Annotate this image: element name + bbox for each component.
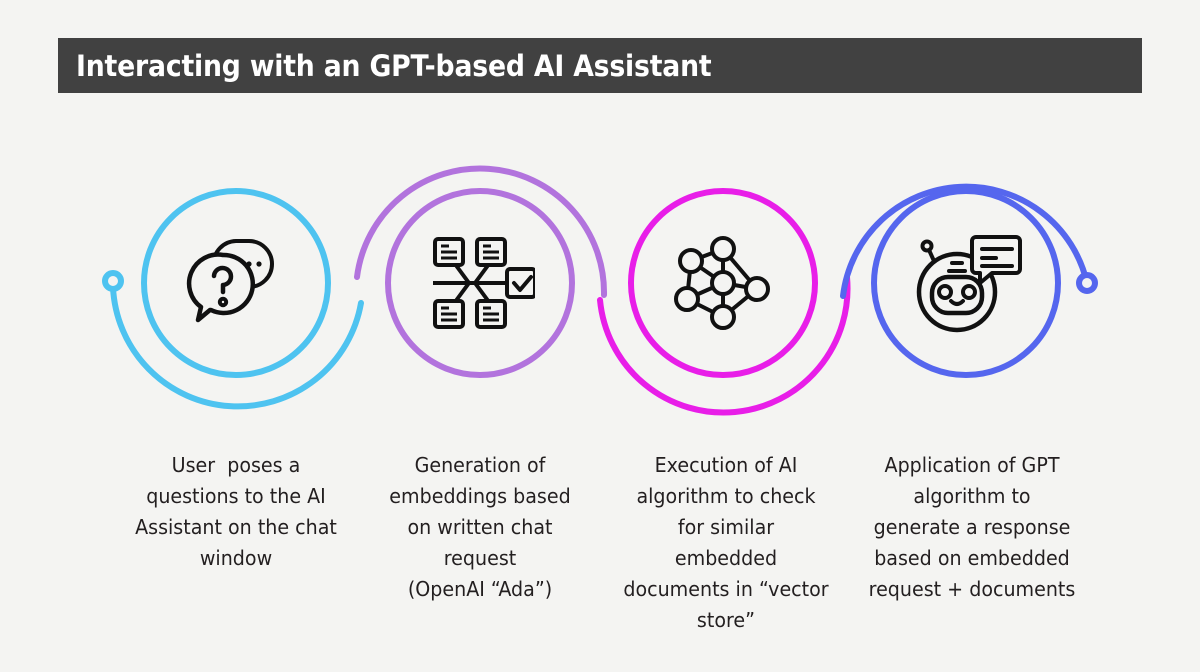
page-title: Interacting with an GPT-based AI Assista… <box>76 48 712 83</box>
chatbot-robot-icon <box>916 235 1022 333</box>
caption-step-4: Application of GPT algorithm to generate a… <box>860 450 1083 605</box>
caption-line: documents in “vector <box>623 577 829 601</box>
caption-line: User poses a <box>171 453 301 477</box>
caption-line: algorithm to <box>913 484 1031 508</box>
icon-step-2 <box>420 223 540 343</box>
caption-line: embedded <box>674 546 778 570</box>
caption-line: Execution of AI <box>654 453 798 477</box>
caption-line: Assistant on the chat <box>135 515 337 539</box>
icon-step-1 <box>176 223 296 343</box>
title-bar: Interacting with an GPT-based AI Assista… <box>58 38 1142 93</box>
caption-step-3: Execution of AI algorithm to check for sim… <box>619 450 833 636</box>
caption-line: for similar <box>677 515 775 539</box>
caption-line: based on embedded <box>874 546 1070 570</box>
right-terminator-dot <box>1076 272 1098 294</box>
caption-line: embeddings based <box>389 484 571 508</box>
caption-line: questions to the AI <box>146 484 326 508</box>
icon-step-4 <box>906 223 1026 343</box>
neural-network-icon <box>674 236 770 330</box>
caption-line: Application of GPT <box>884 453 1060 477</box>
caption-line: (OpenAI “Ada”) <box>407 577 553 601</box>
caption-step-2: Generation of embeddings based on written … <box>376 450 584 605</box>
caption-line: on written chat <box>407 515 553 539</box>
caption-line: Generation of <box>414 453 546 477</box>
question-chat-bubbles-icon <box>186 239 274 323</box>
caption-step-1: User poses a questions to the AI Assistant… <box>132 450 340 574</box>
left-terminator-dot <box>102 270 124 292</box>
document-flow-diagram-icon <box>433 237 535 329</box>
caption-line: algorithm to check <box>636 484 816 508</box>
icon-step-3 <box>663 223 783 343</box>
caption-line: request <box>443 546 517 570</box>
caption-line: store” <box>696 608 756 632</box>
caption-line: window <box>199 546 273 570</box>
caption-line: generate a response <box>873 515 1071 539</box>
caption-line: request + documents <box>868 577 1076 601</box>
